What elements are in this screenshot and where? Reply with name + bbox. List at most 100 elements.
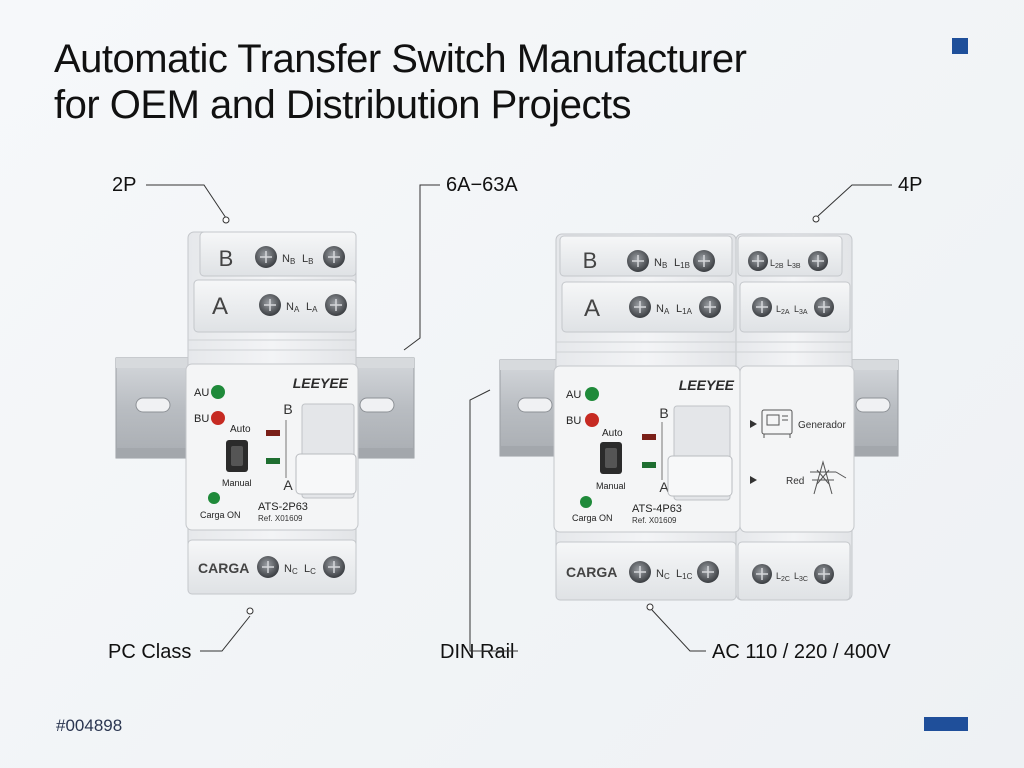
auto-label: Auto bbox=[230, 424, 251, 435]
au-indicator-icon bbox=[211, 385, 225, 399]
screw-terminal bbox=[629, 296, 651, 318]
arrow-red-icon bbox=[750, 476, 757, 484]
callout-din-rail: DIN Rail bbox=[440, 641, 515, 663]
row-b-label: B bbox=[219, 246, 234, 271]
au-indicator-icon bbox=[585, 387, 599, 401]
screw-terminal bbox=[255, 246, 277, 268]
terminal-nc-label: NC bbox=[284, 563, 298, 576]
screw-terminal bbox=[323, 556, 345, 578]
power-tower-icon bbox=[810, 460, 847, 495]
transfer-handle[interactable] bbox=[667, 455, 733, 497]
au-label: AU bbox=[566, 389, 581, 401]
screw-terminal bbox=[627, 250, 649, 272]
led-b bbox=[266, 430, 280, 436]
arrow-generador-icon bbox=[750, 420, 757, 428]
terminal-na-label: NA bbox=[286, 301, 300, 314]
bu-indicator-icon bbox=[585, 413, 599, 427]
leader-dot-4p bbox=[812, 215, 820, 223]
screw-terminal bbox=[257, 556, 279, 578]
terminal-l3b-label: L3B bbox=[787, 258, 801, 270]
callout-current-range: 6A−63A bbox=[446, 174, 518, 196]
screw-terminal bbox=[814, 297, 834, 317]
terminal-lc-label: LC bbox=[304, 563, 316, 576]
brand-logo: LEEYEE bbox=[679, 377, 735, 393]
row-a-label: A bbox=[584, 295, 600, 322]
generator-icon bbox=[761, 409, 793, 438]
au-label: AU bbox=[194, 387, 209, 399]
screw-terminal bbox=[752, 297, 772, 317]
ref-label: Ref. X01609 bbox=[258, 514, 303, 523]
carga-label: CARGA bbox=[566, 564, 617, 580]
title-line-1: Automatic Transfer Switch Manufacturer bbox=[54, 37, 747, 81]
callout-pc-class: PC Class bbox=[108, 641, 192, 663]
terminal-nb-label: NB bbox=[282, 253, 295, 266]
red-label: Red bbox=[786, 476, 804, 487]
title-line-2: for OEM and Distribution Projects bbox=[54, 83, 632, 127]
terminal-lb-label: LB bbox=[302, 253, 313, 266]
terminal-la-label: LA bbox=[306, 301, 318, 314]
manual-label: Manual bbox=[596, 481, 626, 491]
screw-terminal bbox=[325, 294, 347, 316]
carga-on-indicator-icon bbox=[580, 496, 592, 508]
bu-label: BU bbox=[566, 415, 581, 427]
led-a bbox=[266, 458, 280, 464]
leader-4p bbox=[817, 184, 892, 217]
leader-pc-class bbox=[200, 615, 251, 652]
screw-terminal bbox=[814, 564, 834, 584]
terminal-l1b-label: L1B bbox=[674, 257, 690, 270]
leader-din-rail bbox=[469, 389, 518, 652]
bu-indicator-icon bbox=[211, 411, 225, 425]
callout-4p: 4P bbox=[898, 174, 923, 196]
callout-voltage: AC 110 / 220 / 400V bbox=[712, 641, 891, 663]
transfer-handle[interactable] bbox=[295, 453, 357, 495]
leader-2p bbox=[146, 184, 227, 219]
leader-dot-pc-class bbox=[246, 607, 254, 615]
accent-bar bbox=[924, 717, 968, 731]
leader-voltage bbox=[651, 609, 706, 652]
model-label: ATS-2P63 bbox=[258, 501, 308, 513]
screw-terminal bbox=[808, 251, 828, 271]
accent-square bbox=[952, 38, 968, 54]
carga-label: CARGA bbox=[198, 560, 249, 576]
leader-current-range bbox=[403, 184, 440, 351]
terminal-l2c-label: L2C bbox=[776, 571, 790, 583]
terminal-nb-label: NB bbox=[654, 257, 667, 270]
page-title: Automatic Transfer Switch Manufacturer f… bbox=[54, 36, 747, 128]
switch-a-label: A bbox=[659, 479, 669, 495]
carga-on-label: Carga ON bbox=[200, 510, 241, 520]
switch-b-label: B bbox=[659, 405, 668, 421]
screw-terminal bbox=[323, 246, 345, 268]
terminal-l3a-label: L3A bbox=[794, 304, 808, 316]
brand-logo: LEEYEE bbox=[293, 375, 349, 391]
screw-terminal bbox=[693, 250, 715, 272]
callout-leaders bbox=[146, 184, 892, 652]
terminal-l1a-label: L1A bbox=[676, 303, 693, 316]
leader-dot-voltage bbox=[646, 603, 654, 611]
screw-terminal bbox=[629, 561, 651, 583]
terminal-nc-label: NC bbox=[656, 568, 670, 581]
auto-label: Auto bbox=[602, 428, 623, 439]
terminal-l2b-label: L2B bbox=[770, 258, 784, 270]
led-b bbox=[642, 434, 656, 440]
terminal-l2a-label: L2A bbox=[776, 304, 790, 316]
device-4p: B NB L1B L2B L3B A NA L1A bbox=[499, 233, 899, 601]
terminal-l3c-label: L3C bbox=[794, 571, 808, 583]
carga-on-indicator-icon bbox=[208, 492, 220, 504]
terminal-na-label: NA bbox=[656, 303, 670, 316]
screw-terminal bbox=[748, 251, 768, 271]
leader-dot-2p bbox=[222, 216, 230, 224]
screw-terminal bbox=[752, 564, 772, 584]
screw-terminal bbox=[697, 561, 719, 583]
generador-label: Generador bbox=[798, 420, 846, 431]
manual-label: Manual bbox=[222, 478, 252, 488]
screw-terminal bbox=[699, 296, 721, 318]
terminal-l1c-label: L1C bbox=[676, 568, 693, 581]
led-a bbox=[642, 462, 656, 468]
model-label: ATS-4P63 bbox=[632, 503, 682, 515]
device-2p: B NB LB A NA LA LEEYEE AU BU Auto bbox=[115, 231, 415, 595]
ref-label: Ref. X01609 bbox=[632, 516, 677, 525]
switch-b-label: B bbox=[283, 401, 292, 417]
callout-2p: 2P bbox=[112, 174, 137, 196]
product-code: #004898 bbox=[56, 716, 123, 735]
row-a-label: A bbox=[212, 293, 228, 320]
